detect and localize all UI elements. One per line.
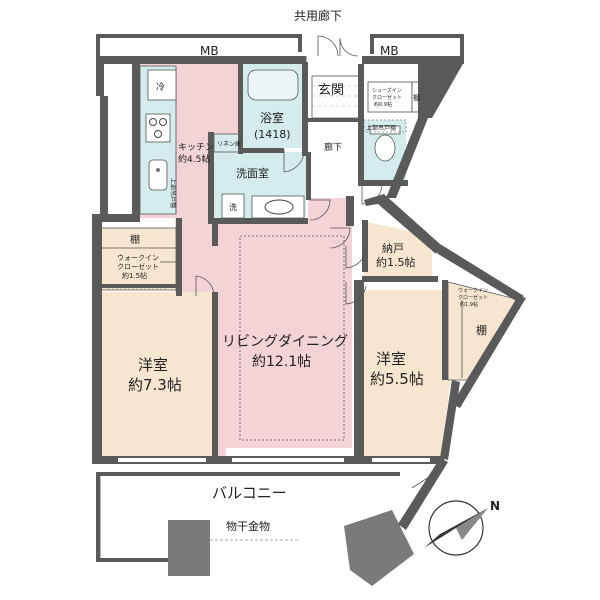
wic-right-label-1: ウォークイン	[458, 287, 488, 294]
kitchen-label: キッチン	[178, 142, 214, 153]
washer-label: 洗	[229, 202, 237, 212]
shoe-closet-label-3: 約0.9帖	[374, 101, 392, 108]
balcony-pillar-left	[168, 520, 210, 576]
wash-basin-counter	[251, 195, 305, 219]
linen-label: リネン庫	[217, 140, 241, 148]
walls	[92, 34, 526, 464]
shoe-closet	[367, 81, 413, 113]
toilet-tank	[369, 125, 401, 135]
entrance-floor	[311, 75, 361, 119]
western-room-left-fill	[100, 292, 214, 456]
entrance-label-1: 玄関	[318, 83, 344, 98]
upper-storage-label: 上部吊戸棚	[366, 124, 396, 132]
balcony	[96, 458, 448, 586]
western-room-left-size-label: 約7.3帖	[128, 376, 182, 394]
balcony-pillar-right	[344, 510, 414, 586]
western-room-left-label: 洋室	[138, 356, 168, 374]
bathroom-label: 浴室	[260, 110, 284, 125]
western-room-right-fill	[364, 290, 452, 458]
laundry-hanger-label: 物干金物	[226, 519, 270, 533]
kitchen-sink	[148, 159, 168, 191]
shelf-right-label: 棚	[476, 323, 487, 337]
living-label: リビングダイニング	[222, 334, 348, 350]
shoe-closet-label-1: シューズイン	[372, 87, 402, 94]
storage-label: 納戸	[382, 242, 404, 255]
toilet-bowl	[374, 134, 396, 162]
fridge-label: 冷	[156, 81, 165, 93]
kitchen-size-label: 約4.5帖	[178, 153, 210, 165]
shelf-left-label: 棚	[130, 233, 140, 246]
bathroom-size-label: (1418)	[254, 128, 291, 141]
washroom-label: 洗面室	[236, 166, 269, 180]
western-room-right-size-label: 約5.5帖	[370, 370, 424, 388]
mb-label-right: MB	[380, 44, 399, 58]
wic-left-label-1: ウォークイン	[117, 254, 159, 262]
wic-right-label-2: クローゼット	[458, 294, 488, 301]
shoe-closet-shelf-label: 棚	[413, 93, 420, 102]
wic-left-fill	[99, 227, 177, 291]
living-size-label: 約12.1帖	[252, 354, 311, 370]
living-dotted-outline	[239, 235, 345, 441]
storage-room-fill	[364, 222, 432, 278]
shoe-closet-label-2: クローゼット	[372, 94, 402, 101]
wic-left-label-2: クローゼット	[117, 262, 159, 271]
mb-label-left: MB	[200, 44, 219, 58]
corridor-label: 共用廊下	[294, 8, 342, 23]
kitchen-upper-storage-label: 上部吊戸棚	[169, 178, 177, 208]
balcony-label: バルコニー	[212, 484, 287, 502]
bathtub	[247, 69, 299, 101]
compass: N	[424, 499, 500, 556]
wic-right-label-3: 約1.9帖	[460, 301, 478, 308]
wic-left-label-3: 約1.5帖	[122, 271, 147, 280]
western-room-right-label: 洋室	[376, 350, 406, 368]
hallway-label: 廊下	[324, 141, 342, 153]
doors	[160, 35, 383, 305]
compass-north-label: N	[490, 499, 500, 513]
fridge-space	[147, 69, 177, 101]
stove	[145, 113, 171, 143]
living-area-fill	[140, 62, 352, 458]
storage-size-label: 約1.5帖	[376, 255, 416, 269]
